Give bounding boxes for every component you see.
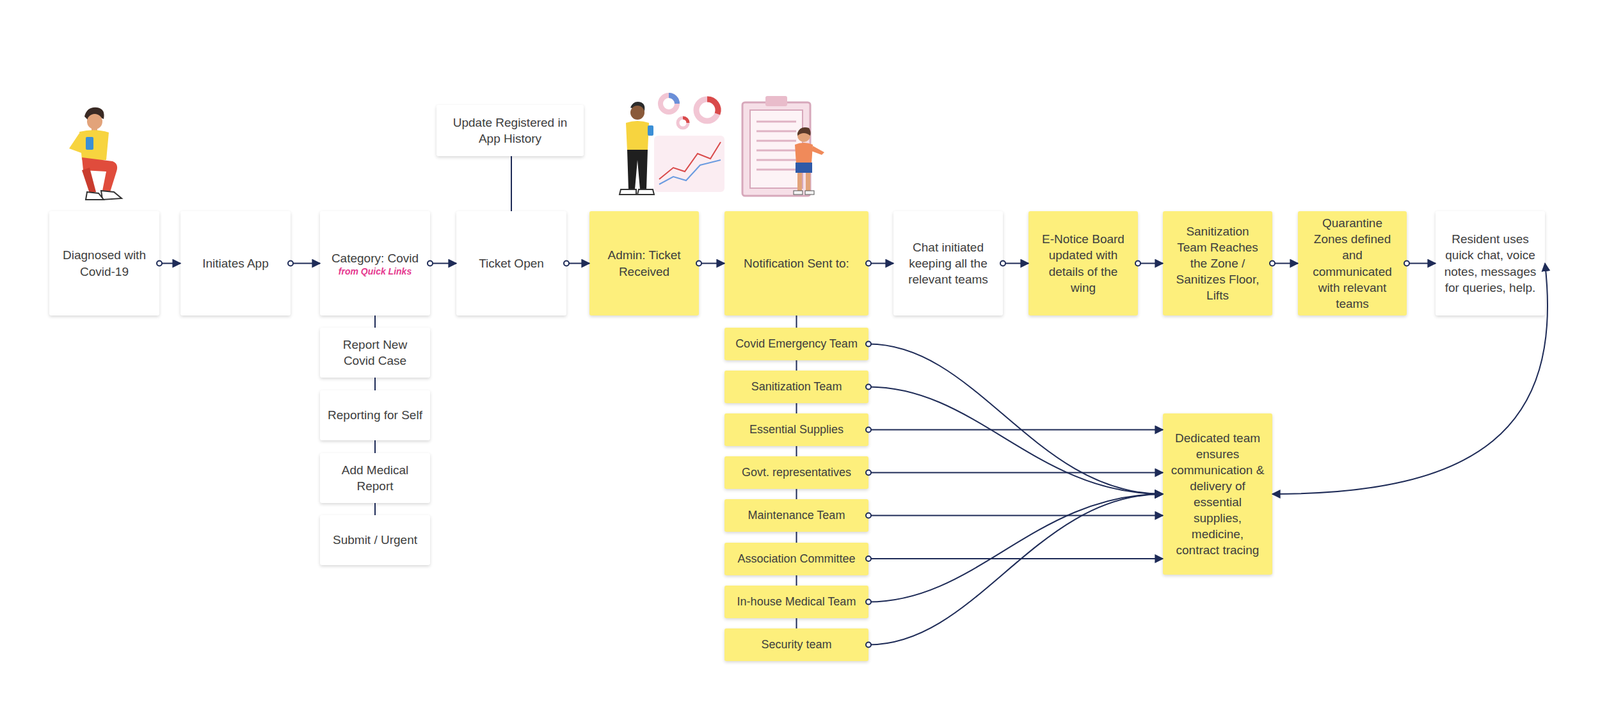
box-label: Sanitization Team Reaches the Zone / San… bbox=[1170, 223, 1265, 304]
process-box: Dedicated team ensures communication & d… bbox=[1162, 413, 1273, 575]
box-label: Ticket Open bbox=[478, 255, 544, 272]
connector-line bbox=[510, 156, 512, 212]
box-label: Govt. representatives bbox=[741, 465, 852, 481]
process-box: E-Notice Board updated with details of t… bbox=[1028, 211, 1138, 316]
team-box: Sanitization Team bbox=[724, 370, 869, 404]
process-box: Chat initiated keeping all the relevant … bbox=[893, 211, 1003, 316]
connector-line bbox=[1137, 263, 1163, 265]
process-box: Admin: Ticket Received bbox=[589, 211, 699, 316]
team-box: Covid Emergency Team bbox=[724, 327, 869, 361]
connector-line bbox=[796, 315, 798, 328]
curved-connector bbox=[868, 344, 1163, 495]
process-box: Ticket Open bbox=[456, 211, 567, 316]
sub-label: from Quick Links bbox=[338, 266, 412, 278]
box-label: Chat initiated keeping all the relevant … bbox=[901, 239, 996, 288]
process-box: Quarantine Zones defined and communicate… bbox=[1297, 211, 1407, 316]
box-label: Resident uses quick chat, voice notes, m… bbox=[1443, 231, 1538, 296]
box-label: Update Registered in App History bbox=[444, 114, 576, 147]
box-label: Admin: Ticket Received bbox=[597, 247, 692, 280]
option-box: Report New Covid Case bbox=[320, 327, 431, 378]
connector-line bbox=[290, 263, 320, 265]
connector-line bbox=[868, 263, 894, 265]
connector-line bbox=[796, 488, 798, 500]
connector-line bbox=[374, 503, 376, 516]
connector-line bbox=[868, 472, 1163, 474]
process-box: Notification Sent to: bbox=[724, 211, 869, 316]
connector-line bbox=[374, 377, 376, 391]
team-box: Association Committee bbox=[724, 542, 869, 576]
connector-line bbox=[796, 403, 798, 414]
box-label: Essential Supplies bbox=[749, 422, 844, 438]
process-box: Resident uses quick chat, voice notes, m… bbox=[1435, 211, 1545, 316]
curved-connector bbox=[868, 387, 1163, 495]
connector-line bbox=[868, 429, 1163, 431]
box-label: Notification Sent to: bbox=[743, 255, 850, 272]
connector-line bbox=[430, 263, 457, 265]
connector-line bbox=[1406, 263, 1436, 265]
box-label: Submit / Urgent bbox=[332, 531, 418, 548]
box-label: Initiates App bbox=[202, 255, 269, 272]
connector-line bbox=[796, 575, 798, 586]
connector-line bbox=[1002, 263, 1029, 265]
box-label: In-house Medical Team bbox=[737, 594, 857, 610]
box-label: Association Committee bbox=[737, 551, 856, 568]
team-box: Essential Supplies bbox=[724, 413, 869, 447]
team-box: Security team bbox=[724, 628, 869, 662]
box-label: Sanitization Team bbox=[751, 379, 843, 395]
connector-line bbox=[868, 558, 1163, 560]
option-box: Add Medical Report bbox=[320, 453, 431, 504]
connector-line bbox=[698, 263, 725, 265]
box-label: Add Medical Report bbox=[327, 462, 423, 495]
team-box: Govt. representatives bbox=[724, 456, 869, 489]
box-label: Reporting for Self bbox=[327, 407, 423, 424]
connector-line bbox=[374, 315, 376, 328]
box-label: Dedicated team ensures communication & d… bbox=[1170, 430, 1265, 559]
connector-line bbox=[1272, 263, 1298, 265]
process-box: Diagnosed with Covid-19 bbox=[49, 211, 160, 316]
sitting-person-illustration bbox=[69, 107, 122, 200]
box-label: Covid Emergency Team bbox=[735, 336, 858, 352]
connector-line bbox=[566, 263, 590, 265]
box-label: Diagnosed with Covid-19 bbox=[56, 247, 152, 280]
team-box: Maintenance Team bbox=[724, 499, 869, 532]
box-label: Quarantine Zones defined and communicate… bbox=[1305, 215, 1400, 312]
connector-line bbox=[796, 446, 798, 457]
team-illustration bbox=[619, 95, 825, 196]
box-label: E-Notice Board updated with details of t… bbox=[1036, 231, 1131, 296]
option-box: Submit / Urgent bbox=[320, 515, 431, 566]
box-label: Maintenance Team bbox=[748, 508, 846, 524]
connector-line bbox=[796, 531, 798, 543]
note-box: Update Registered in App History bbox=[436, 104, 584, 157]
connector-line bbox=[159, 263, 181, 265]
connector-line bbox=[796, 360, 798, 371]
curved-connector bbox=[868, 494, 1163, 646]
curved-connector bbox=[1272, 263, 1548, 495]
connector-line bbox=[796, 618, 798, 629]
option-box: Reporting for Self bbox=[320, 390, 431, 441]
process-box: Initiates App bbox=[180, 211, 291, 316]
process-box: Category: Covidfrom Quick Links bbox=[320, 211, 431, 316]
connector-line bbox=[868, 515, 1163, 517]
curved-connector bbox=[868, 494, 1163, 603]
connector-line bbox=[374, 440, 376, 454]
team-box: In-house Medical Team bbox=[724, 585, 869, 619]
box-label: Security team bbox=[760, 637, 832, 653]
box-label: Report New Covid Case bbox=[327, 336, 423, 369]
box-label: Category: Covid bbox=[331, 250, 419, 267]
process-box: Sanitization Team Reaches the Zone / San… bbox=[1162, 211, 1273, 316]
